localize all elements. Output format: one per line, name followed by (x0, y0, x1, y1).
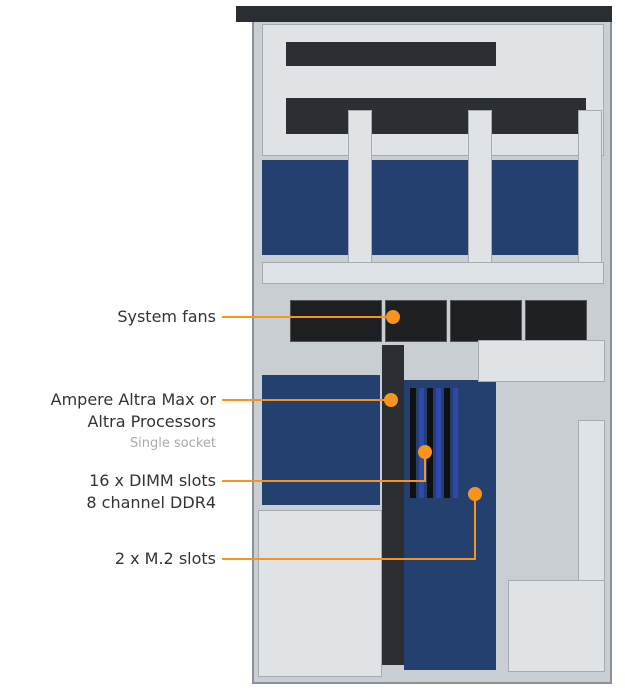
chassis-front-lip (236, 6, 612, 22)
system-fan (290, 300, 382, 342)
callout-processor: Ampere Altra Max or Altra Processors Sin… (51, 389, 216, 455)
dimm-slots (410, 388, 458, 498)
callout-sublabel: Single socket (129, 436, 216, 451)
system-fan (450, 300, 522, 342)
callout-label: 16 x DIMM slots (89, 471, 216, 490)
bracket (578, 110, 602, 267)
bracket (468, 110, 492, 267)
callout-label: Altra Processors (87, 412, 216, 431)
callout-system-fans: System fans (117, 306, 216, 328)
backplane-boards (262, 160, 592, 255)
bracket (578, 420, 605, 592)
callout-line (474, 494, 476, 560)
callout-dimm: 16 x DIMM slots 8 channel DDR4 (86, 470, 216, 514)
callout-dot (386, 310, 400, 324)
callout-label: System fans (117, 307, 216, 326)
callout-label: 2 x M.2 slots (114, 549, 216, 568)
system-fan (525, 300, 587, 342)
callout-line (222, 316, 393, 318)
callout-line (424, 452, 426, 482)
callout-line (222, 399, 391, 401)
vent-slot (286, 42, 496, 66)
power-board (262, 375, 380, 505)
power-supply (258, 510, 382, 677)
riser-cover (478, 340, 605, 382)
rear-fan-module (508, 580, 605, 672)
callout-dot (468, 487, 482, 501)
callout-m2: 2 x M.2 slots (115, 548, 216, 570)
callout-label: Ampere Altra Max or (50, 390, 216, 409)
vent-slot (286, 98, 586, 134)
callout-line (222, 480, 426, 482)
callout-label: 8 channel DDR4 (86, 493, 216, 512)
air-duct (382, 345, 404, 665)
callout-dot (418, 445, 432, 459)
fan-rail (262, 262, 604, 284)
callout-line (222, 558, 476, 560)
bracket (348, 110, 372, 267)
callout-dot (384, 393, 398, 407)
